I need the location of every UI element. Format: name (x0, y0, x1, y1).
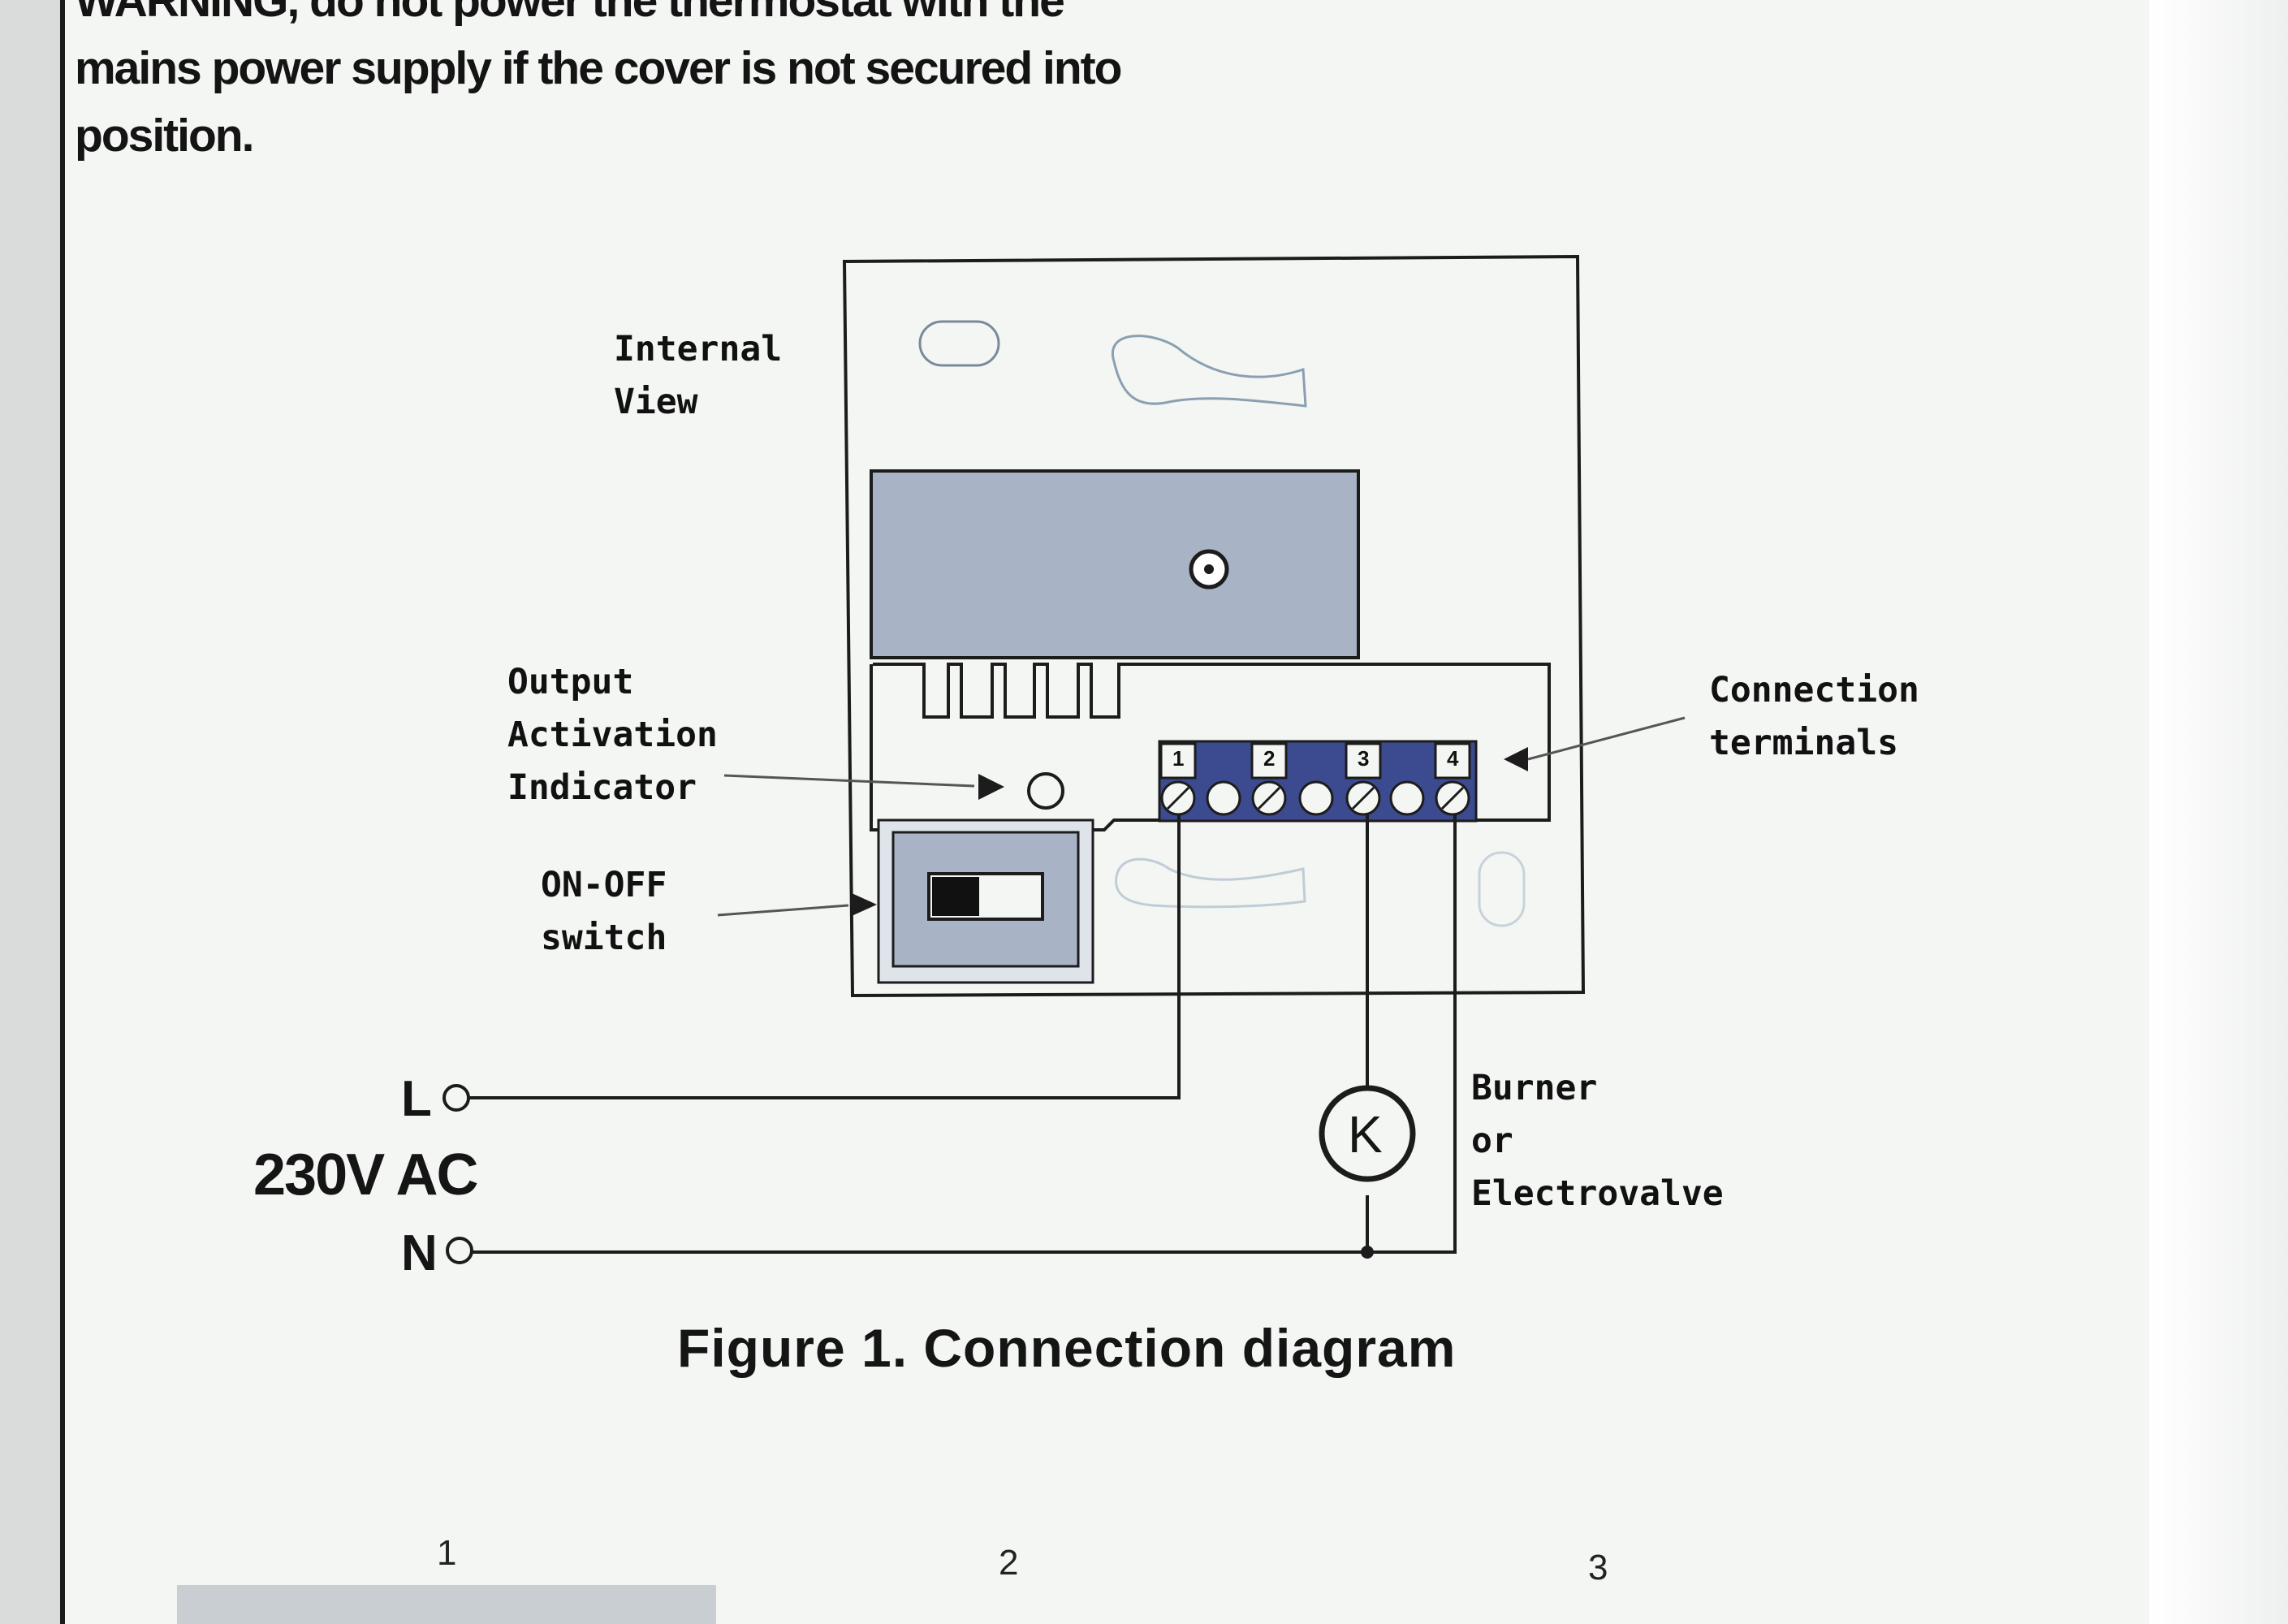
figure-caption: Figure 1. Connection diagram (677, 1318, 1457, 1378)
on-off-switch-label: ON-OFF switch (541, 865, 667, 958)
connection-terminals-label: Connection terminals (1709, 670, 1919, 763)
terminal-2 (1250, 742, 1288, 816)
next-figure-number-2: 2 (999, 1543, 1019, 1583)
terminal-gap-2 (1298, 780, 1334, 816)
terminal-1 (1159, 742, 1197, 816)
next-figure-number-1: 1 (437, 1533, 457, 1573)
internal-view-label: Internal View (614, 329, 783, 422)
warning-text: do not power the thermostat with the mai… (75, 0, 1122, 162)
neutral-terminal-icon (446, 1237, 473, 1264)
terminal-number-3: 3 (1358, 746, 1370, 771)
load-symbol-letter: K (1348, 1105, 1383, 1164)
warning-label: WARNING, (75, 0, 300, 27)
output-indicator-led (1027, 772, 1064, 810)
terminal-gap-3 (1389, 780, 1425, 816)
neutral-label: N (401, 1225, 438, 1281)
terminals-arrow-icon (1504, 747, 1528, 771)
switch-toggle (932, 877, 979, 916)
live-label: L (401, 1071, 432, 1127)
window-gutter (2149, 0, 2288, 1624)
terminal-number-4: 4 (1447, 746, 1459, 771)
next-figure-number-3: 3 (1588, 1548, 1608, 1587)
wire-clip-outline (1111, 335, 1307, 408)
document-page (60, 0, 2154, 1624)
terminal-number-2: 2 (1263, 746, 1276, 771)
output-indicator-label: Output Activation Indicator (507, 662, 718, 808)
thermostat-enclosure (842, 254, 1586, 998)
side-oval-cutout (1478, 851, 1526, 927)
top-oval-cutout (918, 320, 1000, 367)
lower-clip-outline (1115, 857, 1306, 909)
junction-dot (1361, 1246, 1374, 1259)
terminal-number-1: 1 (1172, 746, 1185, 771)
wire-live (469, 814, 1181, 1099)
terminal-3 (1345, 742, 1382, 816)
next-figure-preview (177, 1585, 716, 1624)
indicator-arrow-icon (978, 774, 1004, 800)
circuit-board (870, 469, 1360, 659)
switch-arrow-icon (852, 893, 877, 916)
load-symbol (1319, 1085, 1416, 1182)
terminal-gap-1 (1206, 780, 1241, 816)
load-label: Burner or Electrovalve (1471, 1068, 1724, 1214)
terminal-strip-outline (870, 663, 1551, 831)
supply-voltage-label: 230V AC (253, 1142, 478, 1207)
wire-neutral (469, 814, 1457, 1254)
terminal-4 (1434, 742, 1471, 816)
live-terminal-icon (442, 1084, 470, 1112)
warning-paragraph: WARNING, do not power the thermostat wit… (75, 0, 1130, 170)
